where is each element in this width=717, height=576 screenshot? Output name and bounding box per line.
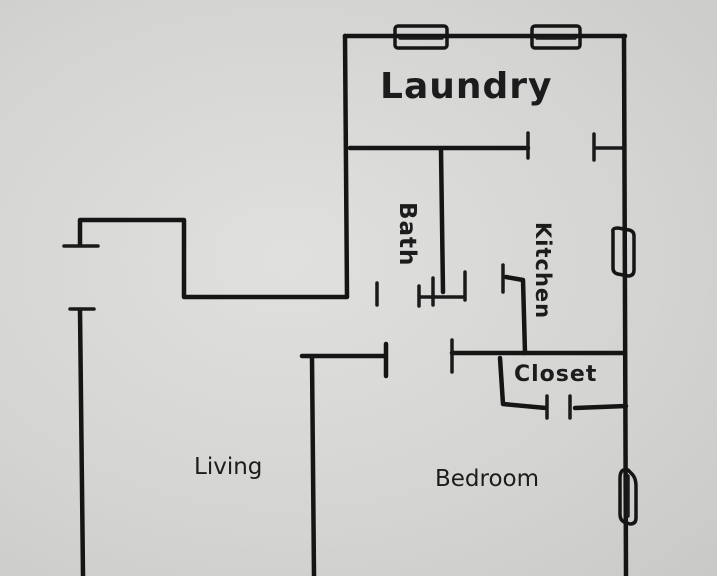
wall-entry-notch: [77, 217, 350, 300]
room-label-living: Living: [194, 454, 263, 480]
window-kitchen-right: [611, 226, 636, 278]
wall-laundry-left: [342, 33, 350, 299]
door-mark-bath-1: [417, 270, 467, 308]
window-laundry-left: [393, 24, 449, 50]
room-label-bedroom: Bedroom: [435, 466, 540, 492]
window-laundry-right: [530, 24, 582, 50]
room-label-laundry: Laundry: [380, 66, 553, 107]
wall-closet-right: [572, 403, 629, 411]
door-mark-laundry-2: [592, 132, 626, 162]
room-label-closet: Closet: [514, 362, 598, 387]
room-label-kitchen: Kitchen: [531, 222, 555, 320]
room-label-bath: Bath: [394, 202, 420, 267]
wall-living-bedroom-divider: [309, 355, 317, 576]
wall-living-left: [77, 307, 86, 576]
wall-bath-right: [438, 147, 446, 295]
wall-bedroom-left: [299, 341, 389, 379]
wall-closet: [497, 355, 549, 411]
wall-right-exterior: [621, 33, 629, 576]
window-bedroom-right: [618, 467, 638, 526]
wall-kitchen-left: [503, 274, 528, 356]
door-mark-closet-1: [545, 394, 572, 420]
